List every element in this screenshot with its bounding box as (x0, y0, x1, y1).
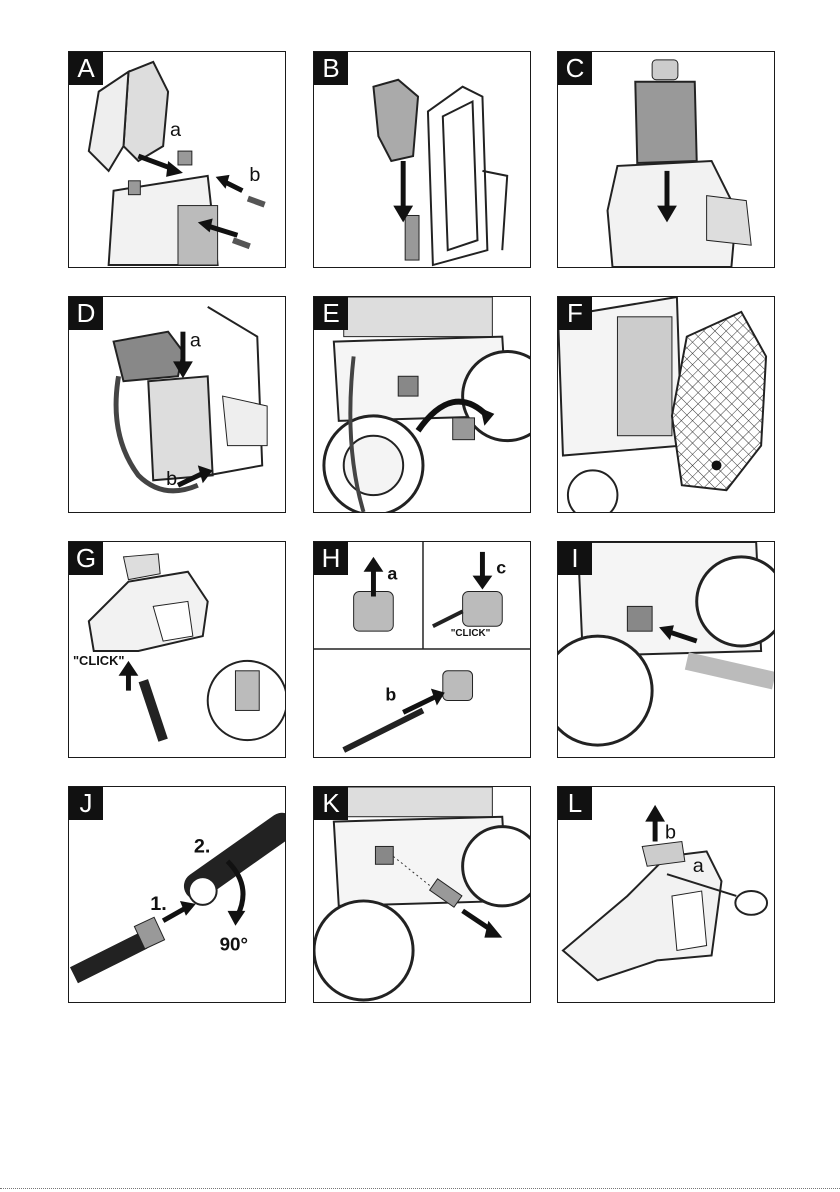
panel-letter: K (314, 787, 348, 820)
panel-letter: G (69, 542, 103, 575)
label-b: b (166, 468, 177, 490)
label-a: a (170, 119, 182, 141)
label-click: "CLICK" (451, 628, 491, 639)
figure-panel-b: B (313, 51, 531, 268)
panel-letter: J (69, 787, 103, 820)
label-c: c (496, 558, 506, 578)
figure-panel-e: E (313, 296, 531, 513)
figure-panel-g: G "CLICK" (68, 541, 286, 758)
label-b: b (385, 685, 396, 705)
label-b: b (665, 822, 676, 844)
figure-panel-c: C (557, 51, 775, 268)
panel-letter: F (558, 297, 592, 330)
figure-panel-h: H a c "CLICK" b (313, 541, 531, 758)
label-a: a (387, 564, 398, 584)
label-step1: 1. (150, 893, 167, 915)
label-click: "CLICK" (73, 653, 125, 668)
panel-letter: E (314, 297, 348, 330)
figure-panel-d: D a b (68, 296, 286, 513)
panel-letter: H (314, 542, 348, 575)
label-b: b (249, 164, 260, 186)
panel-letter: L (558, 787, 592, 820)
label-angle: 90° (220, 933, 248, 954)
label-a: a (693, 855, 705, 877)
panel-letter: B (314, 52, 348, 85)
panel-letter: D (69, 297, 103, 330)
label-a: a (190, 330, 202, 352)
figure-panel-l: L b a (557, 786, 775, 1003)
page-divider (0, 1188, 840, 1189)
label-step2: 2. (194, 835, 211, 857)
figure-panel-k: K (313, 786, 531, 1003)
panel-letter: C (558, 52, 592, 85)
figure-panel-a: A a b (68, 51, 286, 268)
panel-letter: A (69, 52, 103, 85)
figure-panel-j: J 1. 2. 90° (68, 786, 286, 1003)
figure-panel-f: F (557, 296, 775, 513)
panel-letter: I (558, 542, 592, 575)
figure-panel-i: I (557, 541, 775, 758)
